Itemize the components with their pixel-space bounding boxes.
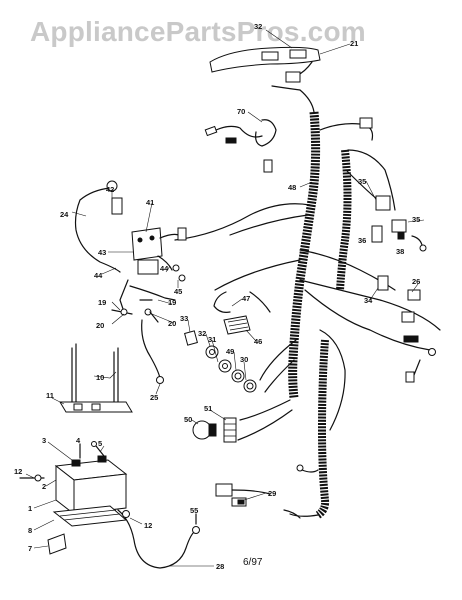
callout-20: 20 — [168, 319, 176, 328]
callout-41: 41 — [146, 198, 154, 207]
callout-10: 10 — [96, 373, 104, 382]
callout-33: 33 — [180, 314, 188, 323]
callout-28: 28 — [216, 562, 224, 571]
switch-parts — [184, 291, 271, 393]
branch-wires — [174, 123, 441, 441]
callout-5: 5 — [98, 439, 102, 448]
callout-34: 34 — [364, 296, 373, 305]
callout-55: 55 — [190, 506, 198, 515]
callout-49: 49 — [226, 347, 234, 356]
date-code: 6/97 — [243, 557, 263, 568]
battery — [19, 441, 128, 555]
lower-harness — [289, 339, 330, 519]
callout-1: 1 — [28, 504, 32, 513]
callout-7: 7 — [28, 544, 32, 553]
watermark: AppliancePartsPros.com — [30, 16, 366, 47]
battery-strap — [59, 343, 133, 413]
callout-25: 25 — [150, 393, 158, 402]
callout-42: 42 — [106, 185, 114, 194]
callout-12: 12 — [144, 521, 152, 530]
callout-32: 32 — [198, 329, 206, 338]
callout-19: 19 — [168, 298, 176, 307]
ground-pieces — [111, 299, 164, 384]
leader-lines — [25, 29, 425, 567]
callout-47: 47 — [242, 294, 250, 303]
callout-46: 46 — [254, 337, 262, 346]
callout-8: 8 — [28, 526, 32, 535]
battery-cable-28 — [117, 509, 200, 569]
connector-29 — [215, 464, 319, 519]
callout-32: 32 — [254, 22, 262, 31]
callout-26: 26 — [412, 277, 420, 286]
callout-50: 50 — [184, 415, 192, 424]
callout-21: 21 — [350, 39, 358, 48]
callout-70: 70 — [237, 107, 245, 116]
callout-35: 35 — [358, 177, 366, 186]
callout-45: 45 — [174, 287, 182, 296]
callout-11: 11 — [46, 391, 54, 400]
callout-20: 20 — [96, 321, 104, 330]
callout-48: 48 — [288, 183, 296, 192]
top-harness-21 — [209, 46, 321, 83]
callout-2: 2 — [42, 482, 46, 491]
callout-30: 30 — [240, 355, 248, 364]
callout-19: 19 — [98, 298, 106, 307]
connector-70 — [204, 119, 277, 173]
solenoid-assembly — [74, 180, 187, 313]
callout-43: 43 — [98, 248, 106, 257]
callout-labels: 32 21 70 48 35 35 36 38 42 41 24 43 44 4… — [14, 22, 420, 571]
callout-4: 4 — [76, 436, 81, 445]
callout-44: 44 — [94, 271, 103, 280]
callout-51: 51 — [204, 404, 212, 413]
main-harness-48 — [271, 85, 352, 399]
callout-24: 24 — [60, 210, 69, 219]
callout-12: 12 — [14, 467, 22, 476]
connectors-right — [359, 117, 436, 383]
callout-38: 38 — [396, 247, 404, 256]
callout-31: 31 — [208, 335, 216, 344]
callout-44: 44 — [160, 264, 169, 273]
callout-36: 36 — [358, 236, 366, 245]
callout-29: 29 — [268, 489, 276, 498]
callout-35: 35 — [412, 215, 420, 224]
connector-50-51 — [192, 417, 237, 443]
callout-3: 3 — [42, 436, 46, 445]
